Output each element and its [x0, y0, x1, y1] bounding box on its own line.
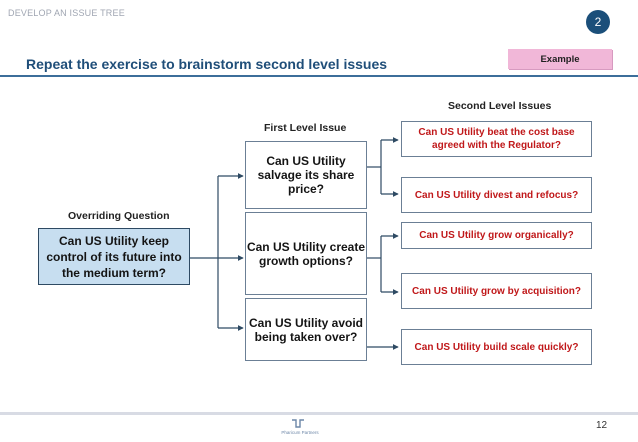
first-level-text-2: Can US Utility create growth options? [246, 239, 366, 268]
page-badge: 2 [586, 10, 610, 34]
first-level-header: First Level Issue [264, 122, 347, 134]
second-level-text-2: Can US Utility divest and refocus? [414, 189, 579, 201]
logo-mark-icon: Pharicum Partners [281, 419, 319, 435]
logo-text: Pharicum Partners [281, 430, 319, 435]
second-level-text-4: Can US Utility grow by acquisition? [412, 285, 581, 297]
second-level-box-2: Can US Utility divest and refocus? [401, 177, 592, 213]
second-level-box-4: Can US Utility grow by acquisition? [401, 273, 592, 309]
overriding-question-header: Overriding Question [68, 210, 170, 222]
first-level-text-1: Can US Utility salvage its share price? [257, 154, 355, 196]
second-level-header: Second Level Issues [448, 100, 552, 112]
overriding-question-text: Can US Utility keep control of its futur… [46, 233, 182, 280]
first-level-text-3: Can US Utility avoid being taken over? [248, 315, 364, 344]
second-level-text-1: Can US Utility beat the cost base agreed… [418, 127, 575, 151]
slide-title: Repeat the exercise to brainstorm second… [26, 56, 388, 72]
section-label: DEVELOP AN ISSUE TREE [8, 8, 125, 18]
footer-divider [0, 412, 638, 415]
first-level-box-2: Can US Utility create growth options? [245, 212, 367, 295]
company-logo: Pharicum Partners [278, 418, 322, 436]
example-tag: Example [508, 49, 612, 69]
first-level-box-1: Can US Utility salvage its share price? [245, 141, 367, 209]
first-level-box-3: Can US Utility avoid being taken over? [245, 298, 367, 361]
second-level-box-3: Can US Utility grow organically? [401, 222, 592, 249]
second-level-box-1: Can US Utility beat the cost base agreed… [401, 121, 592, 157]
second-level-text-5: Can US Utility build scale quickly? [414, 341, 579, 353]
overriding-question-box: Can US Utility keep control of its futur… [38, 228, 190, 285]
second-level-text-3: Can US Utility grow organically? [419, 230, 574, 241]
second-level-box-5: Can US Utility build scale quickly? [401, 329, 592, 365]
title-divider [0, 75, 638, 77]
page-number: 12 [596, 420, 608, 431]
